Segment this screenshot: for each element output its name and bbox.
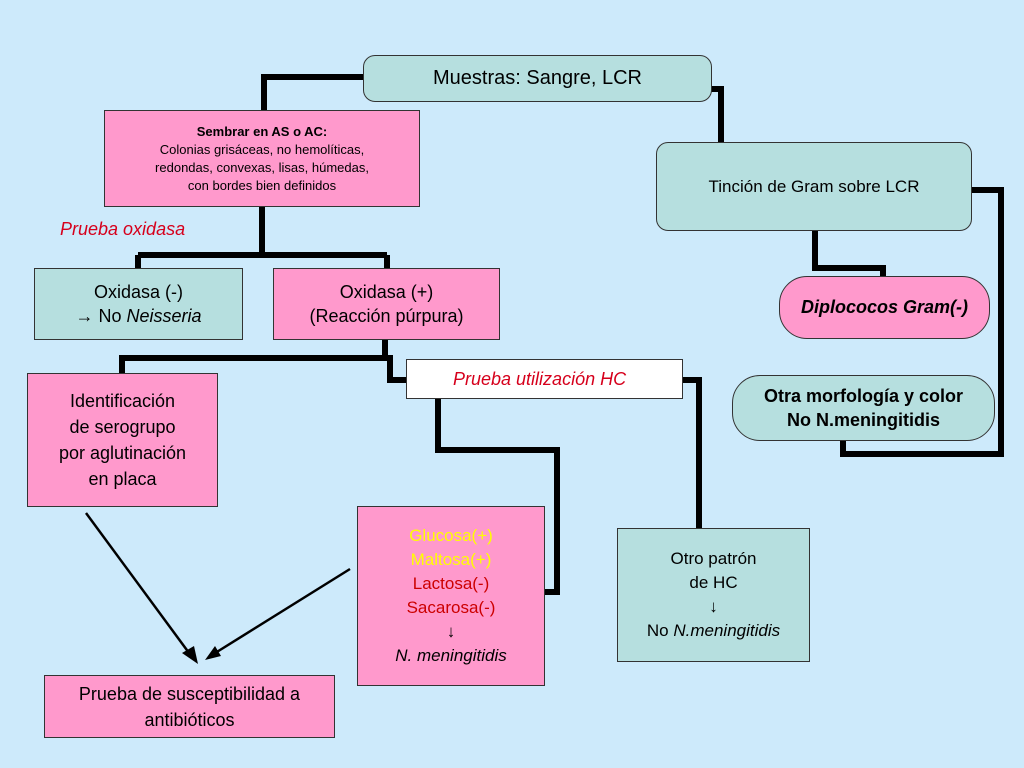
susceptibility-box: Prueba de susceptibilidad a antibióticos [44,675,335,738]
other-pattern-line-2: de HC [689,573,738,592]
culture-line-2: redondas, convexas, lisas, húmedas, [155,159,369,175]
culture-line-1: Colonias grisáceas, no hemolíticas, [159,141,365,157]
lactose-result: Lactosa(-) [412,574,490,593]
meningitidis-result: N. meningitidis [395,646,507,665]
connector-carbtest-otherpattern [682,377,702,528]
culture-box: Sembrar en AS o AC: Colonias grisáceas, … [104,110,420,207]
neisseria-genus: Neisseria [126,306,202,326]
other-morphology-label: Otra morfología y color [763,386,964,406]
oxidase-negative-label: Oxidasa (-) [93,282,183,302]
oxidase-positive-box: Oxidasa (+) (Reacción púrpura) [273,268,500,340]
no-prefix: No [646,621,674,640]
connector-oxpos-serogroup [119,355,385,373]
culture-title: Sembrar en AS o AC: [196,123,328,139]
maltose-result: Maltosa(+) [410,550,492,569]
carb-test-label: Prueba utilización HC [453,368,627,389]
culture-line-3: con bordes bien definidos [187,177,337,193]
connector-oxpos-carbtest [385,355,408,383]
connector-samples-gram [710,86,724,142]
arrow-serogroup-susceptibility [84,512,194,658]
susceptibility-line-1: Prueba de susceptibilidad a [78,683,301,704]
connector-gram-diplococci [812,230,886,278]
diplococci-label: Diplococos Gram(-) [800,297,969,317]
serogroup-line-3: por aglutinación [58,443,187,463]
sucrose-result: Sacarosa(-) [406,598,496,617]
not-meningitidis-label: No N.meningitidis [787,410,940,430]
gram-stain-label: Tinción de Gram sobre LCR [708,176,920,196]
diplococci-box: Diplococos Gram(-) [779,276,990,339]
down-arrow-icon: ↓ [446,622,456,641]
down-arrow-icon: ↓ [709,597,718,616]
gram-stain-box: Tinción de Gram sobre LCR [656,142,972,231]
oxidase-positive-reaction: (Reacción púrpura) [309,306,464,326]
oxidase-negative-box: Oxidasa (-) → No Neisseria [34,268,243,340]
other-pattern-box: Otro patrón de HC ↓ No N.meningitidis [617,528,810,662]
connector-gram-othermorph [840,187,1004,457]
other-pattern-line-1: Otro patrón [670,549,757,568]
carb-test-box: Prueba utilización HC [406,359,683,399]
connector-carbtest-glucose [435,398,560,595]
samples-box: Muestras: Sangre, LCR [363,55,712,102]
arrowhead-carbs [205,646,221,660]
connector-samples-culture [261,74,365,110]
oxidase-negative-result: → No Neisseria [75,304,201,328]
glucose-result: Glucosa(+) [409,526,493,545]
oxidase-positive-label: Oxidasa (+) [339,282,434,302]
serogroup-line-4: en placa [88,469,157,489]
serogroup-line-2: de serogrupo [69,417,176,437]
arrow-shaft-icon: → [75,306,94,326]
other-pattern-result: No N.meningitidis [647,619,780,643]
other-morphology-box: Otra morfología y color No N.meningitidi… [732,375,995,441]
samples-label: Muestras: Sangre, LCR [433,67,642,89]
arrowhead-serogroup [182,646,198,664]
susceptibility-line-2: antibióticos [144,709,235,730]
no-prefix: No [98,306,127,326]
oxidase-test-label: Prueba oxidasa [60,219,186,239]
serogroup-line-1: Identificación [69,391,176,411]
carbohydrate-results-box: Glucosa(+) Maltosa(+) Lactosa(-) Sacaros… [357,506,545,686]
serogroup-box: Identificación de serogrupo por aglutina… [27,373,218,507]
meningitidis-species: N.meningitidis [673,621,781,640]
arrow-carbs-susceptibility [211,567,351,657]
